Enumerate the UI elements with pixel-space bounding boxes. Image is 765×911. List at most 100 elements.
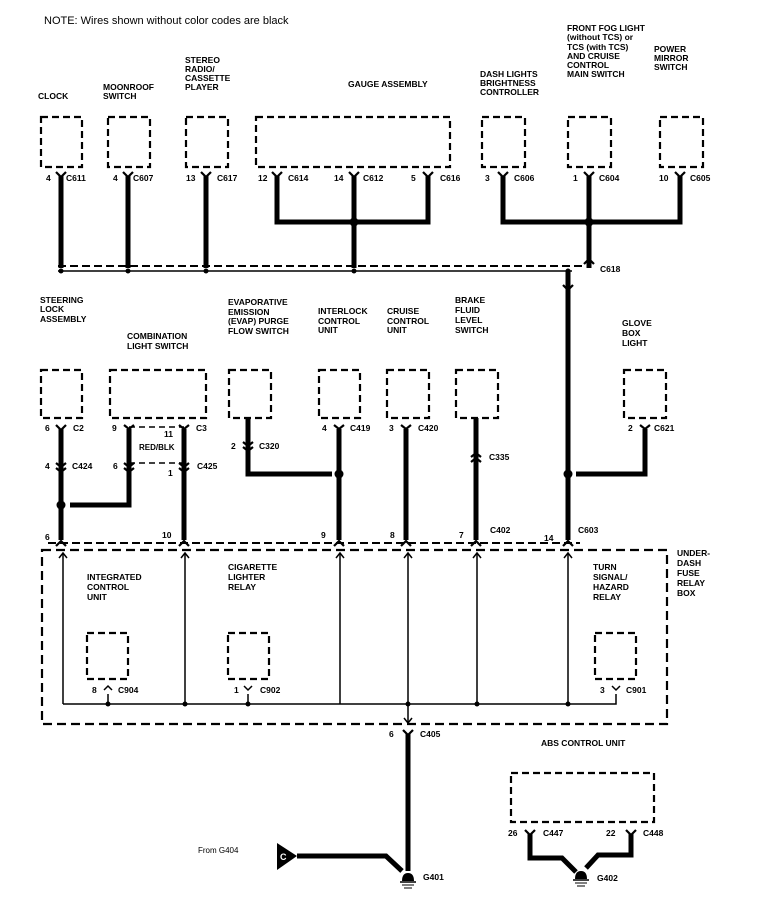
stereo-label: STEREO RADIO/ CASSETTE PLAYER: [185, 55, 231, 92]
svg-text:22: 22: [606, 828, 616, 838]
svg-text:6: 6: [45, 423, 50, 433]
svg-text:CRUISE: CRUISE: [387, 306, 419, 316]
evap-connector: 2 C320: [231, 441, 280, 453]
svg-text:CLOCK: CLOCK: [38, 91, 69, 101]
svg-text:8: 8: [390, 530, 395, 540]
combination-switch-connectors: 9 11 C3 RED/BLK 6 1 C425: [112, 423, 218, 478]
glove-box-label: GLOVE BOX LIGHT: [622, 318, 652, 348]
turn-signal-relay-connector: 3 C901: [600, 685, 647, 695]
svg-text:FRONT FOG LIGHT: FRONT FOG LIGHT: [567, 23, 646, 33]
svg-text:UNIT: UNIT: [87, 592, 108, 602]
bus-node: [351, 268, 357, 274]
svg-text:POWER: POWER: [654, 44, 686, 54]
steering-lock-label: STEERING LOCK ASSEMBLY: [40, 295, 87, 324]
svg-text:LIGHT: LIGHT: [622, 338, 648, 348]
interlock-box: [317, 368, 362, 420]
svg-text:CONTROL: CONTROL: [387, 316, 429, 326]
glove-box-wire: [576, 429, 648, 477]
svg-text:MIRROR: MIRROR: [654, 53, 688, 63]
gauge-assembly-box: [254, 115, 452, 169]
svg-text:AND CRUISE: AND CRUISE: [567, 51, 620, 61]
svg-text:CONTROL: CONTROL: [87, 582, 129, 592]
cruise-unit-label: CRUISE CONTROL UNIT: [387, 306, 429, 335]
combination-to-steering-wire: [70, 470, 132, 508]
svg-text:FLOW SWITCH: FLOW SWITCH: [228, 326, 289, 336]
glove-box-connector: 2 C621: [628, 423, 675, 433]
combination-switch-box: [108, 368, 208, 420]
svg-text:10: 10: [659, 173, 669, 183]
cruise-unit-connector: 3 C420: [389, 423, 439, 433]
bus-node: [125, 268, 131, 274]
svg-text:BRAKE: BRAKE: [455, 295, 486, 305]
fuse-box-terminal-pins: 6 10 9 8 7 C402 14 C603: [45, 525, 599, 547]
svg-text:CASSETTE: CASSETTE: [185, 73, 231, 83]
svg-text:C335: C335: [489, 452, 510, 462]
dash-lights-box: [480, 115, 527, 169]
evap-wire: [245, 418, 332, 477]
svg-text:C904: C904: [118, 685, 139, 695]
svg-text:C447: C447: [543, 828, 564, 838]
svg-text:C425: C425: [197, 461, 218, 471]
from-g404-label: From G404: [198, 846, 239, 855]
fog-light-switch-box: [566, 115, 613, 169]
svg-text:RED/BLK: RED/BLK: [139, 443, 175, 452]
svg-text:TURN: TURN: [593, 562, 617, 572]
svg-text:4: 4: [113, 173, 118, 183]
cigarette-lighter-relay-box: [226, 631, 271, 681]
evap-switch-label: EVAPORATIVE EMISSION (EVAP) PURGE FLOW S…: [228, 297, 289, 336]
svg-text:14: 14: [544, 533, 554, 543]
ground-g402-icon: [573, 871, 589, 887]
glove-box-box: [622, 368, 668, 420]
svg-text:4: 4: [322, 423, 327, 433]
svg-text:C606: C606: [514, 173, 535, 183]
svg-text:ASSEMBLY: ASSEMBLY: [40, 314, 87, 324]
svg-text:C402: C402: [490, 525, 511, 535]
svg-text:4: 4: [46, 173, 51, 183]
svg-text:3: 3: [485, 173, 490, 183]
top-right-splice-dot: [584, 217, 594, 227]
turn-signal-relay-label: TURN SIGNAL/ HAZARD RELAY: [593, 562, 629, 602]
gauge-assembly-label: GAUGE ASSEMBLY: [348, 79, 428, 89]
svg-text:LIGHT SWITCH: LIGHT SWITCH: [127, 341, 188, 351]
svg-text:6: 6: [113, 461, 118, 471]
svg-text:MOONROOF: MOONROOF: [103, 82, 154, 92]
interlock-label: INTERLOCK CONTROL UNIT: [318, 306, 368, 335]
svg-text:SWITCH: SWITCH: [455, 325, 489, 335]
svg-text:LOCK: LOCK: [40, 304, 65, 314]
svg-text:C419: C419: [350, 423, 371, 433]
brake-fluid-label: BRAKE FLUID LEVEL SWITCH: [455, 295, 489, 335]
svg-text:C614: C614: [288, 173, 309, 183]
svg-text:DASH LIGHTS: DASH LIGHTS: [480, 69, 538, 79]
cigarette-lighter-relay-label: CIGARETTE LIGHTER RELAY: [228, 562, 277, 592]
combination-switch-label: COMBINATION LIGHT SWITCH: [127, 331, 188, 351]
svg-text:FUSE: FUSE: [677, 568, 700, 578]
svg-text:13: 13: [186, 173, 196, 183]
svg-text:LIGHTER: LIGHTER: [228, 572, 265, 582]
svg-text:3: 3: [389, 423, 394, 433]
svg-text:C611: C611: [66, 173, 86, 183]
svg-text:CONTROL: CONTROL: [567, 60, 609, 70]
svg-text:MAIN SWITCH: MAIN SWITCH: [567, 69, 625, 79]
svg-text:BRIGHTNESS: BRIGHTNESS: [480, 78, 536, 88]
svg-text:UNIT: UNIT: [318, 325, 339, 335]
svg-text:UNIT: UNIT: [387, 325, 408, 335]
svg-text:RELAY: RELAY: [677, 578, 705, 588]
svg-text:C605: C605: [690, 173, 711, 183]
under-dash-fuse-relay-box: [40, 548, 669, 726]
svg-text:FLUID: FLUID: [455, 305, 480, 315]
svg-text:RELAY: RELAY: [228, 582, 256, 592]
svg-text:RADIO/: RADIO/: [185, 64, 215, 74]
c405-connector: 6 C405: [389, 729, 441, 739]
stereo-box: [184, 115, 230, 169]
clock-label: CLOCK: [38, 91, 69, 101]
fog-light-switch-label: FRONT FOG LIGHT (without TCS) or TCS (wi…: [567, 23, 646, 79]
svg-text:10: 10: [162, 530, 172, 540]
svg-text:(without TCS) or: (without TCS) or: [567, 32, 634, 42]
abs-left-ground-wire: [527, 834, 578, 874]
gauge-splice-dot: [349, 217, 359, 227]
svg-text:C902: C902: [260, 685, 281, 695]
svg-text:C405: C405: [420, 729, 441, 739]
brake-fluid-box: [454, 368, 500, 420]
bus-node: [58, 268, 64, 274]
svg-text:2: 2: [231, 441, 236, 451]
